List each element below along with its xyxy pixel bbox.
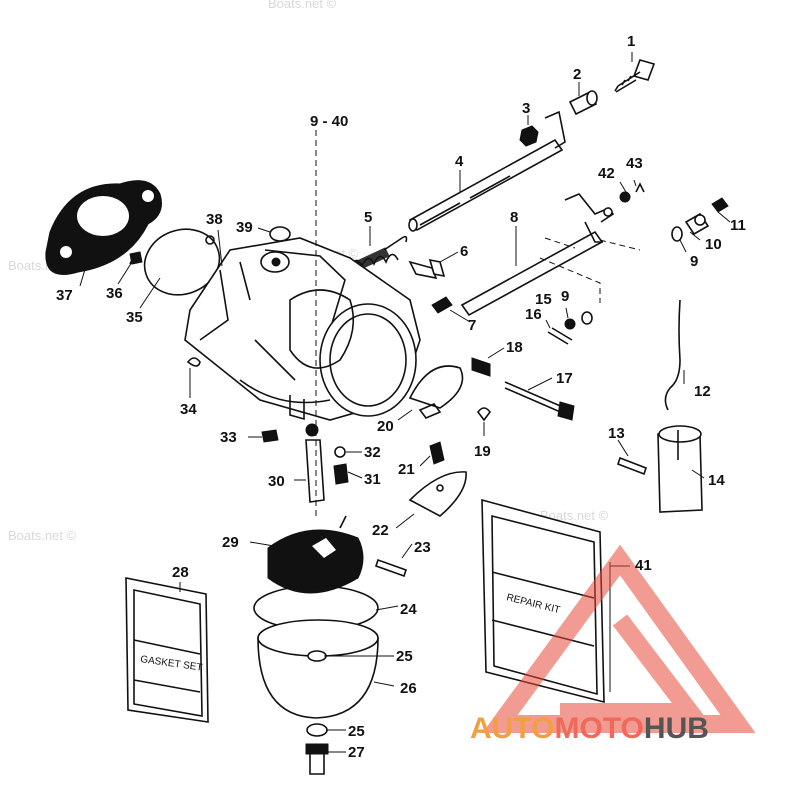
part-label-6: 6 xyxy=(460,243,468,260)
part-label-13: 13 xyxy=(608,425,625,442)
part-31-32-jets xyxy=(333,446,349,485)
part-23-pin xyxy=(374,558,408,578)
part-13-pin xyxy=(616,456,648,476)
part-label-4: 4 xyxy=(455,153,464,170)
brand-wordmark: AUTOMOTOHUB xyxy=(470,712,709,745)
part-label-36: 36 xyxy=(106,285,123,302)
part-label-26: 26 xyxy=(400,680,417,697)
part-41-repair-kit: REPAIR KIT xyxy=(481,498,605,704)
part-label-37: 37 xyxy=(56,287,73,304)
part-39-cap xyxy=(269,226,291,242)
part-label-1: 1 xyxy=(627,33,635,50)
watermark: Boats.net © xyxy=(268,0,337,11)
part-label-17: 17 xyxy=(556,370,573,387)
part-label-33: 33 xyxy=(220,429,237,446)
part-label-27: 27 xyxy=(348,744,365,761)
part-label-43: 43 xyxy=(626,155,643,172)
part-34-fitting xyxy=(186,357,201,367)
part-label-32: 32 xyxy=(364,444,381,461)
part-label-8: 8 xyxy=(510,209,518,226)
part-18-spring xyxy=(471,357,491,377)
carburetor-body xyxy=(184,237,421,421)
part-10-fitting xyxy=(684,212,710,236)
part-20-float-bowl-part xyxy=(408,365,464,419)
part-8-choke-shaft xyxy=(460,193,615,317)
brand-hub: HUB xyxy=(644,712,709,745)
part-42-43-hardware xyxy=(619,182,645,203)
part-9-washer xyxy=(671,226,683,242)
part-36-screw xyxy=(129,251,143,265)
part-label-10: 10 xyxy=(705,236,722,253)
part-15-16-hardware xyxy=(547,311,593,345)
part-label-30: 30 xyxy=(268,473,285,490)
part-21-spring xyxy=(429,441,445,465)
part-label-11: 11 xyxy=(730,217,746,234)
part-25-washer xyxy=(306,723,328,737)
part-label-23: 23 xyxy=(414,539,431,556)
part-label-35: 35 xyxy=(126,309,143,326)
part-1-screw xyxy=(614,59,656,93)
watermark: Boats.net © xyxy=(540,508,609,523)
part-4-throttle-shaft xyxy=(408,110,566,232)
part-26-float-bowl xyxy=(257,619,379,719)
part-2-bushing xyxy=(568,90,598,116)
part-label-21: 21 xyxy=(398,461,415,478)
part-label-5: 5 xyxy=(364,209,372,226)
part-28-gasket-set: GASKET SET xyxy=(125,577,209,723)
part-17-screw xyxy=(504,381,575,421)
brand-logo xyxy=(482,544,756,733)
part-label-22: 22 xyxy=(372,522,389,539)
part-label-25a: 25 xyxy=(396,648,413,665)
part-label-14: 14 xyxy=(708,472,725,489)
brand-moto: MOTO xyxy=(554,712,643,745)
part-label-2: 2 xyxy=(573,66,581,83)
part-label-9a: 9 xyxy=(561,288,569,305)
part-33-screw xyxy=(261,429,279,443)
part-label-7: 7 xyxy=(468,317,476,334)
part-29-float xyxy=(267,515,364,594)
part-label-38: 38 xyxy=(206,211,223,228)
part-label-34: 34 xyxy=(180,401,197,418)
part-30-main-jet xyxy=(305,423,325,503)
brand-auto: AUTO xyxy=(470,712,554,745)
part-label-12: 12 xyxy=(694,383,711,400)
part-label-19: 19 xyxy=(474,443,491,460)
part-label-40: 9 - 40 xyxy=(310,113,348,130)
part-3-nut xyxy=(519,125,539,147)
part-label-9b: 9 xyxy=(690,253,698,270)
part-labels: 1 2 3 4 5 6 7 8 9 9 10 11 12 13 14 15 16… xyxy=(56,33,746,761)
brand-logo-triangle xyxy=(482,544,756,733)
part-label-41: 41 xyxy=(635,557,652,574)
part-label-16: 16 xyxy=(525,306,542,323)
part-label-20: 20 xyxy=(377,418,394,435)
part-label-18: 18 xyxy=(506,339,523,356)
part-6-fitting xyxy=(408,258,446,280)
part-label-15: 15 xyxy=(535,291,552,308)
part-label-31: 31 xyxy=(364,471,381,488)
part-14-knob xyxy=(657,425,703,513)
part-35-plate xyxy=(143,228,221,296)
part-11-screw xyxy=(711,197,729,213)
part-label-29: 29 xyxy=(222,534,239,551)
watermark: Boats.net © xyxy=(8,528,77,543)
part-7-spring xyxy=(431,296,453,314)
part-label-24: 24 xyxy=(400,601,417,618)
part-22-float-arm xyxy=(408,471,467,517)
part-19-fitting xyxy=(476,407,492,422)
part-label-39: 39 xyxy=(236,219,253,236)
part-12-wire-link xyxy=(664,299,681,411)
part-27-plug xyxy=(305,743,329,775)
part-label-25b: 25 xyxy=(348,723,365,740)
part-label-28: 28 xyxy=(172,564,189,581)
part-label-42: 42 xyxy=(598,165,615,182)
part-label-3: 3 xyxy=(522,100,530,117)
part-37-gasket xyxy=(45,180,162,275)
